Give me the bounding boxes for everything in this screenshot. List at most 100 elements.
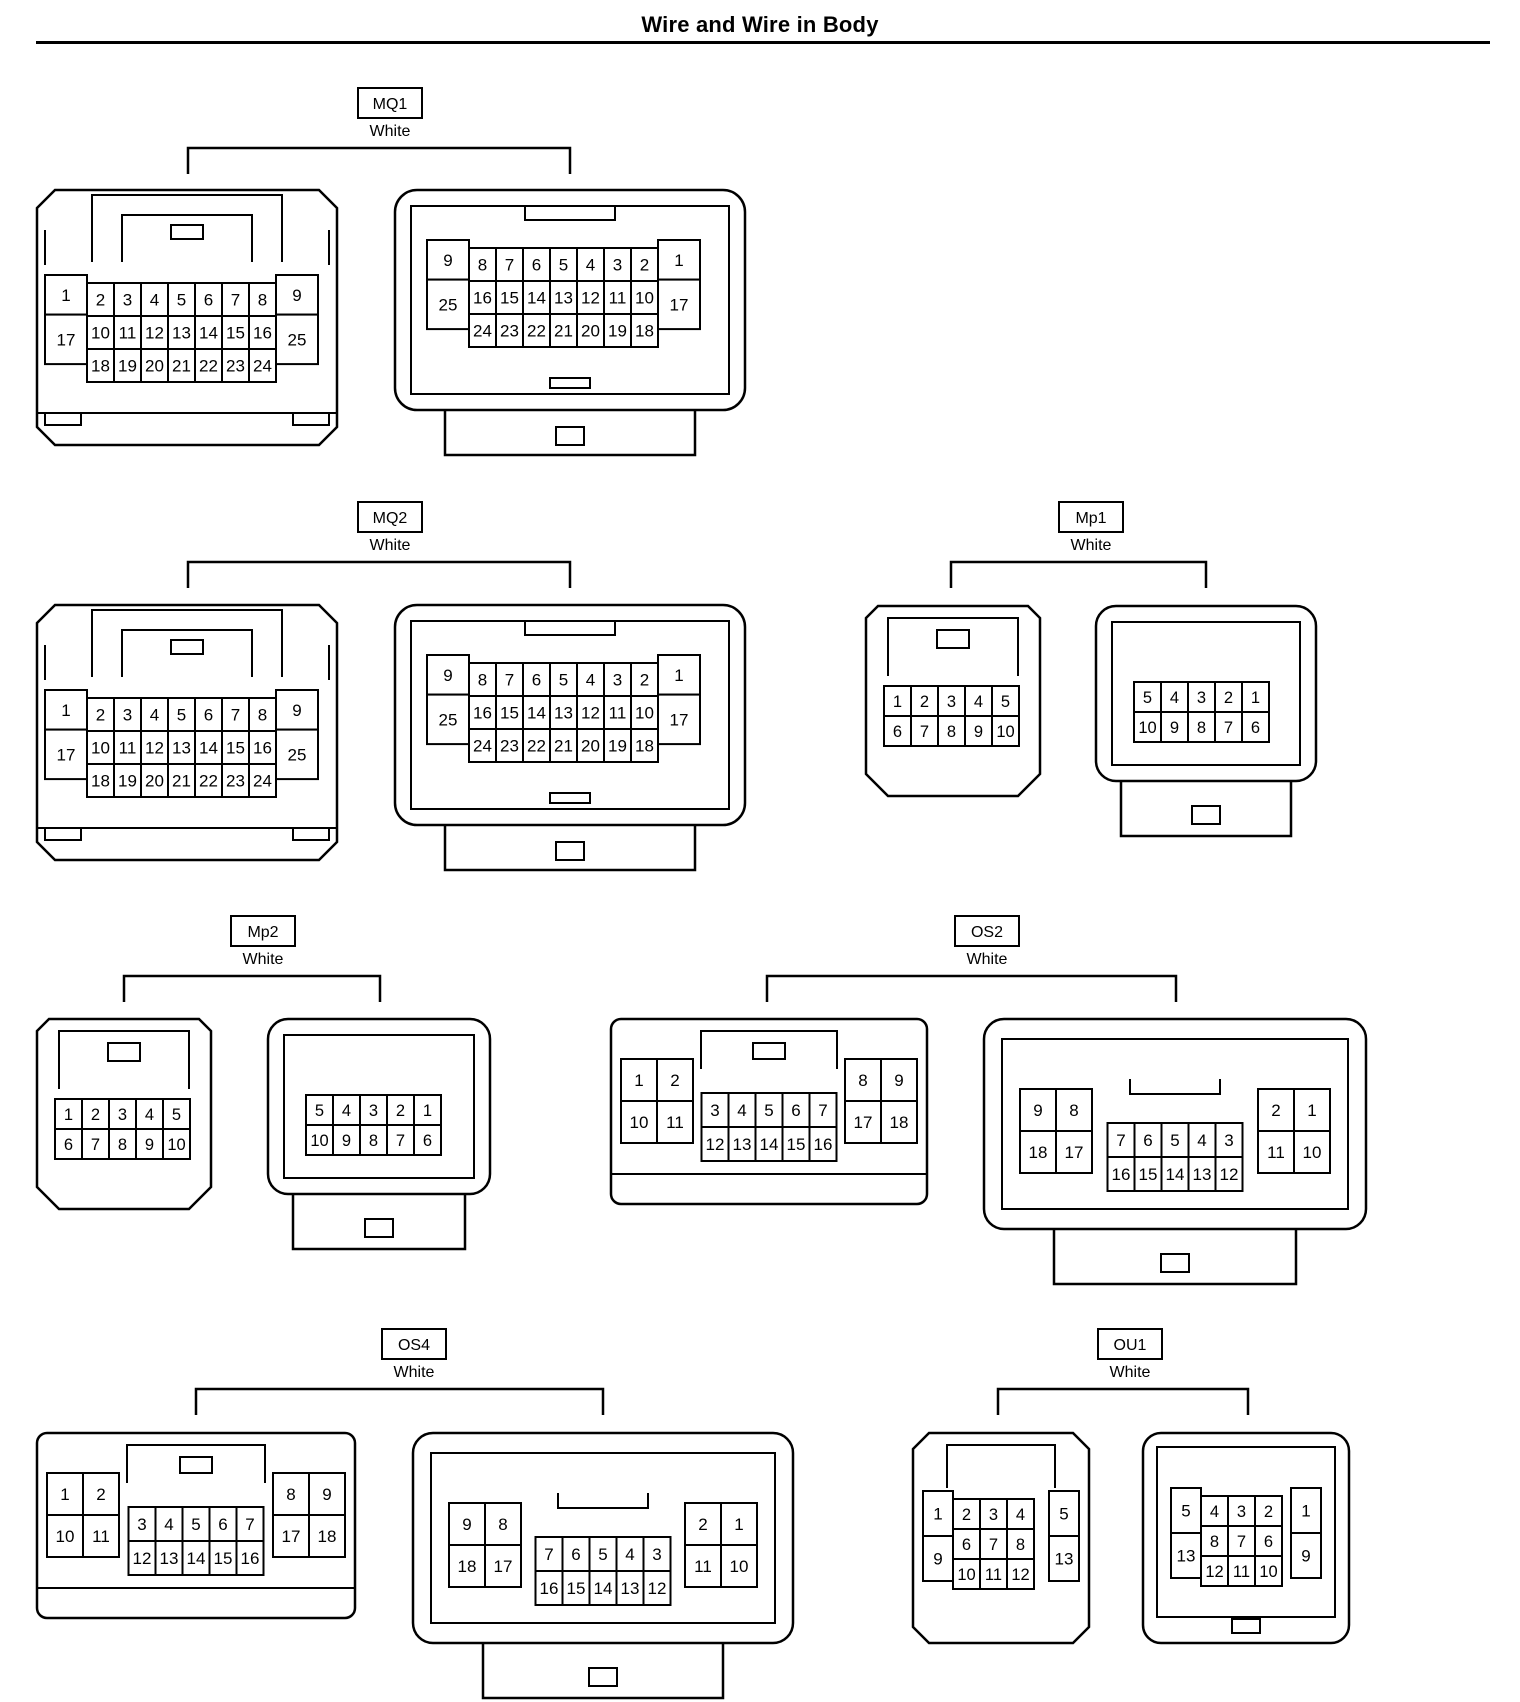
pin-number: 21 [172,357,191,376]
pin-cell [468,313,497,348]
pin-number: 16 [814,1135,833,1154]
pin-number: 14 [1166,1165,1185,1184]
pin-cell [727,1126,757,1162]
pin-number: 9 [1301,1547,1310,1566]
pin-number: 3 [369,1102,378,1120]
connector-shoulder [44,645,330,680]
pin-number: 2 [91,1106,100,1124]
pin-number: 6 [204,706,213,725]
pin-number: 15 [214,1549,233,1568]
pin-cell [727,1092,757,1128]
pin-cell [208,1506,238,1542]
pin-number: 4 [145,1106,154,1124]
pin-cell [576,313,605,348]
pin-number: 15 [567,1579,586,1598]
connector-body-outline [393,603,747,827]
connector-latch [126,1444,266,1483]
pin-number: 15 [500,289,519,308]
pin-number: 10 [1138,719,1156,737]
pin-number: 8 [118,1136,127,1154]
pin-cell [1241,711,1270,743]
connector-code: MQ1 [373,96,408,113]
pin-number: 5 [1170,1131,1179,1150]
pin-cell [1254,1525,1283,1557]
pin-number: 5 [598,1545,607,1564]
pin-number: 2 [96,1485,105,1504]
pin-number: 15 [1139,1165,1158,1184]
pin-number: 9 [342,1132,351,1150]
pin-number: 3 [613,256,622,275]
connector-key-slot [524,206,616,221]
pin-cell [1006,1528,1035,1560]
connector-code-box [954,915,1020,947]
pin-cell [630,313,659,348]
pin-number: 7 [1224,719,1233,737]
connector-body-outline [266,1017,492,1196]
pin-number: 8 [1069,1101,1078,1120]
pin-cell [1200,1495,1229,1527]
connector-pair-bracket [996,1387,1250,1415]
pin-number: 10 [957,1566,975,1584]
connector-lock-housing [291,1194,467,1251]
pin-number: 16 [540,1579,559,1598]
connector-code-box [1058,501,1124,533]
connector-pair-bracket [949,560,1208,588]
pin-number: 8 [858,1071,867,1090]
pin-number: 25 [439,710,458,729]
pin-number: 21 [554,322,573,341]
pin-cell [386,1124,415,1156]
pin-number: 17 [1065,1143,1084,1162]
connector-color: White [967,951,1008,968]
pin-cell [208,1540,238,1576]
connector-lock-tab [588,1667,618,1687]
pin-number: 24 [253,772,272,791]
pin-number: 9 [443,666,452,685]
pin-cell [113,348,142,383]
pin-number: 17 [854,1113,873,1132]
pin-number: 9 [462,1515,471,1534]
pin-cell [275,689,319,731]
pin-cell [1006,1558,1035,1590]
pin-cell [484,1502,522,1546]
pin-number: 9 [322,1485,331,1504]
pin-number: 25 [288,745,307,764]
pin-number: 2 [396,1102,405,1120]
pin-number: 5 [315,1102,324,1120]
pin-cell [549,728,578,763]
pin-cell [167,763,196,798]
pin-number: 18 [635,737,654,756]
pin-number: 2 [962,1506,971,1524]
pin-cell [495,313,524,348]
pin-number: 2 [640,671,649,690]
pin-number: 12 [145,324,164,343]
pin-number: 14 [199,739,218,758]
pin-number: 23 [226,357,245,376]
pin-number: 10 [635,289,654,308]
pin-number: 5 [559,671,568,690]
pin-number: 5 [1001,693,1010,711]
pin-number: 8 [478,256,487,275]
pin-number: 5 [1059,1505,1068,1524]
pin-number: 18 [890,1113,909,1132]
pin-number: 4 [1210,1503,1219,1521]
connector-inner-wall [283,1034,475,1179]
connector-foot [292,412,330,426]
pin-number: 6 [64,1136,73,1154]
connector-lock-frame [91,194,283,262]
pin-cell [700,1126,730,1162]
connector-code-box [357,87,423,119]
pin-cell [1200,1555,1229,1587]
pin-number: 11 [609,289,627,308]
connector-latch [121,214,253,262]
pin-cell [426,239,470,281]
pin-cell [495,728,524,763]
connector-bottom-slot [549,377,591,389]
pin-number: 16 [241,1549,260,1568]
pin-number: 9 [1033,1101,1042,1120]
connector-inner-wall [1111,621,1301,766]
pin-number: 2 [640,256,649,275]
pin-cell [1170,1532,1202,1579]
connector-latch-tab [170,639,204,655]
pin-cell [162,1128,191,1160]
